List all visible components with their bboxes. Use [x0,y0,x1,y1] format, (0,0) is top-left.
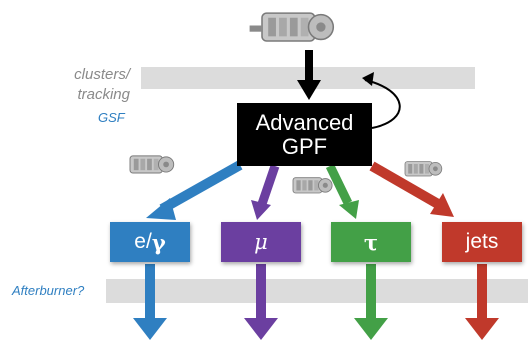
mu-down-arrow [244,264,278,340]
tracking-label: tracking [77,86,130,103]
arrow-to-egamma [146,160,243,220]
detector-icon [129,155,175,174]
gsf-label: GSF [98,110,125,125]
gpf-label-line2: GPF [281,133,328,159]
detector-icon [404,161,443,177]
egamma-down-arrow [133,264,167,340]
afterburner-label: Afterburner? [12,283,85,298]
mu-symbol: μ [254,230,268,254]
tau-box: τ [331,222,411,262]
jets-box: jets [442,222,522,262]
tau-down-arrow [354,264,388,340]
mu-box: μ [221,222,301,262]
feedback-arrow [364,79,401,129]
tau-symbol: τ [363,229,379,255]
input-arrow [297,50,321,100]
gpf-label-line1: Advanced [255,109,354,135]
arrow-to-tau [325,164,359,219]
jets-down-arrow [465,264,499,340]
egamma-prefix: e/ [134,230,152,253]
egamma-symbol: γ [151,229,166,255]
arrow-to-jets [369,161,454,217]
afterburner-band [106,279,528,303]
clusters-label: clusters/ [74,66,130,83]
clusters-tracking-label: clusters/ tracking [60,65,130,105]
detector-icon [292,177,333,194]
jets-label: jets [465,230,499,253]
feedback-arrowhead [362,72,374,86]
detector-icon [249,12,335,42]
arrow-to-mu [251,164,280,220]
egamma-box: e/γ [110,222,190,262]
advanced-gpf-box: Advanced GPF [237,103,372,166]
